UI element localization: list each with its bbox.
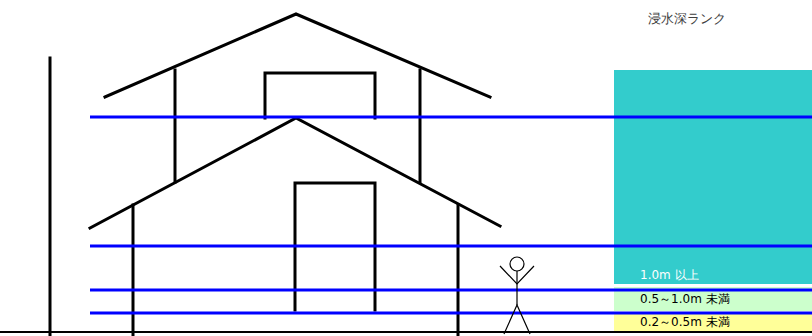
water-level-line [90,245,812,248]
depth-rank-band: 0.2～0.5m 未満 [614,313,812,331]
ground-line [0,331,812,333]
upper-window [265,73,375,118]
water-level-line [90,116,812,119]
depth-rank-label: 0.5～1.0m 未満 [640,292,808,306]
legend-heading: 浸水深ランク [648,10,726,28]
upper-wall [419,70,422,182]
upper-wall [174,70,177,182]
water-level-line [90,289,812,292]
rank-band-fill [614,70,812,284]
rank-band-fill [614,313,812,331]
lower-wall [457,205,460,336]
depth-rank-label: 0.2～0.5m 未満 [640,315,808,329]
depth-rank-label: 1.0m 以上 [640,268,808,282]
depth-rank-band: 0.5～1.0m 未満 [614,287,812,311]
lower-wall [132,205,135,336]
upper-roof [105,14,490,97]
stick-figure [500,257,534,334]
depth-axis [49,58,52,336]
depth-rank-band: 1.0m 以上 [614,70,812,284]
water-level-line [90,312,812,315]
